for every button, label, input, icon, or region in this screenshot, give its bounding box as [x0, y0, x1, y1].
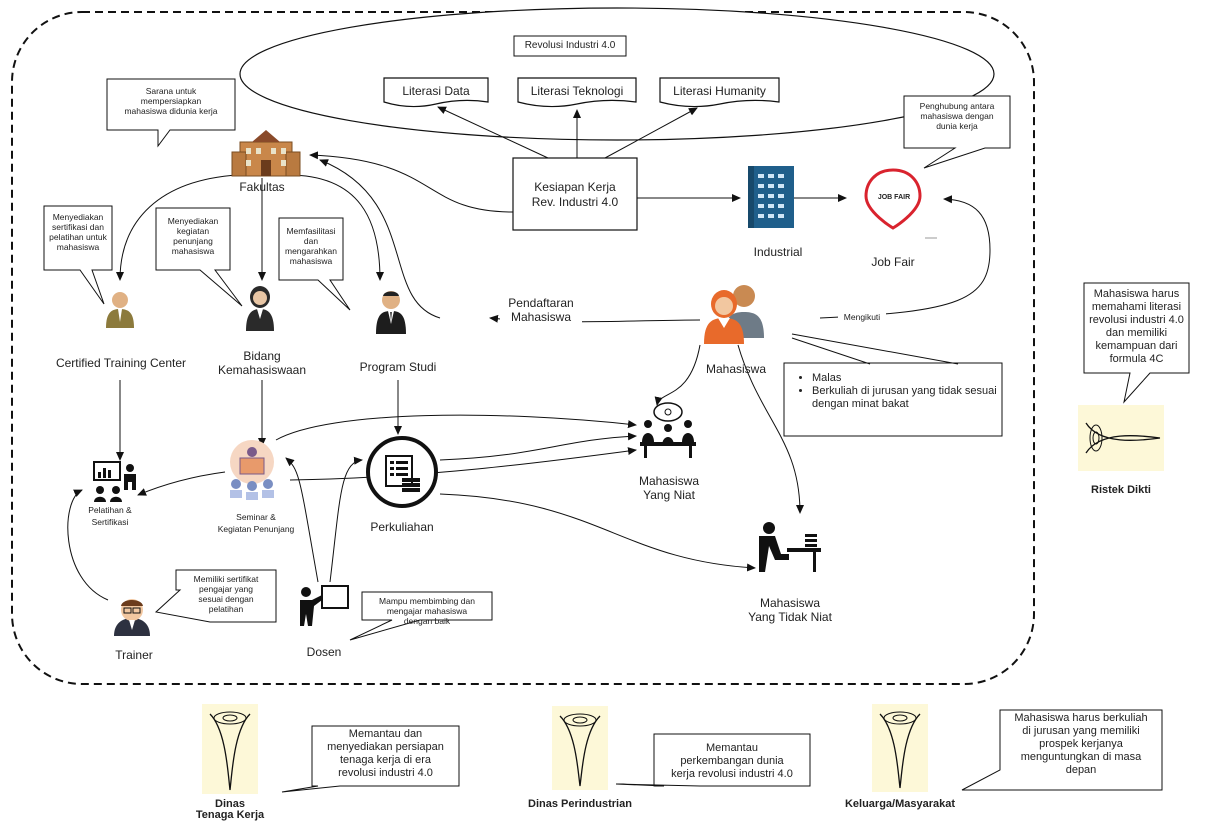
revolusi-title: Revolusi Industri 4.0 — [524, 40, 616, 51]
job-fair-sign: JOB FAIR — [877, 194, 911, 201]
seminar-icon — [230, 440, 274, 500]
male-staff-icon — [376, 291, 406, 334]
kesiapan-line-1: Kesiapan Kerja — [534, 180, 616, 194]
naker-eye-icon — [202, 704, 258, 794]
industrial-label: Industrial — [753, 245, 803, 259]
literasi-humanity-label: Literasi Humanity — [673, 84, 766, 98]
job-fair-label: Job Fair — [871, 255, 915, 269]
perindustrian-eye-icon — [552, 706, 608, 790]
trainer-avatar-icon — [114, 599, 150, 636]
seminar-label-2: Kegiatan Penunjang — [217, 524, 295, 534]
building-icon — [231, 130, 301, 177]
seminar-label-1: Seminar & — [236, 512, 276, 522]
dosen-label: Dosen — [306, 645, 342, 659]
literasi-teknologi-label: Literasi Teknologi — [530, 84, 624, 98]
trainer-label: Trainer — [115, 648, 153, 662]
fakultas-label: Fakultas — [239, 180, 285, 194]
trainer-center-person-icon — [106, 292, 134, 328]
pelatihan-label-2: Sertifikasi — [91, 517, 129, 527]
prodi-label: Program Studi — [359, 360, 437, 374]
students-discussion-icon — [640, 402, 696, 458]
bidang-label-2: Kemahasiswaan — [217, 363, 307, 377]
literasi-teknologi-doc — [517, 77, 637, 108]
arrows-literasi — [437, 106, 698, 159]
ristek-eye-icon — [1078, 405, 1164, 471]
bullet-malas: Malas — [812, 372, 1002, 385]
perkuliahan-label: Perkuliahan — [370, 520, 434, 534]
bullet-jurusan: Berkuliah di jurusan yang tidak sesuai d… — [812, 385, 1002, 411]
keluarga-eye-icon — [872, 704, 928, 792]
office-building-icon — [748, 166, 794, 228]
lecture-books-icon — [366, 436, 438, 508]
bidang-label-1: Bidang — [243, 349, 281, 363]
mahasiswa-bullet-box — [783, 362, 1003, 437]
system-boundary — [11, 11, 1035, 685]
lecturer-board-icon — [300, 585, 349, 626]
kesiapan-line-2: Rev. Industri 4.0 — [531, 195, 619, 209]
kesiapan-box — [512, 157, 638, 231]
job-fair-pin-icon — [864, 168, 937, 239]
literasi-data-doc — [383, 77, 489, 108]
pendaftaran-label-2: Mahasiswa — [510, 310, 572, 324]
tidak-niat-label-1: Mahasiswa — [759, 596, 821, 610]
niat-label-2: Yang Niat — [643, 488, 695, 502]
ristek-label: Ristek Dikti — [1091, 484, 1151, 496]
callout-shapes — [43, 78, 1190, 793]
literasi-data-label: Literasi Data — [402, 84, 470, 98]
naker-label-1: Dinas — [215, 798, 245, 810]
revolusi-title-box — [513, 35, 627, 57]
ctc-label: Certified Training Center — [55, 356, 187, 370]
training-presentation-icon — [93, 461, 136, 502]
students-group-icon — [704, 285, 764, 344]
keluarga-label: Keluarga/Masyarakat — [844, 798, 956, 810]
niat-label-1: Mahasiswa — [638, 474, 700, 488]
pelatihan-label-1: Pelatihan & — [88, 505, 132, 515]
mahasiswa-bullets: Malas Berkuliah di jurusan yang tidak se… — [784, 372, 1002, 411]
tidak-niat-label-2: Yang Tidak Niat — [748, 610, 832, 624]
lazy-student-icon — [759, 522, 821, 572]
naker-label-2: Tenaga Kerja — [195, 809, 265, 821]
revolusi-ellipse — [239, 7, 995, 141]
mahasiswa-label: Mahasiswa — [705, 362, 767, 376]
literasi-humanity-doc — [659, 77, 780, 108]
female-staff-icon — [246, 286, 274, 331]
pendaftaran-label-1: Pendaftaran — [508, 296, 574, 310]
perindustrian-label: Dinas Perindustrian — [528, 798, 632, 810]
mengikuti-label: Mengikuti — [843, 312, 881, 322]
